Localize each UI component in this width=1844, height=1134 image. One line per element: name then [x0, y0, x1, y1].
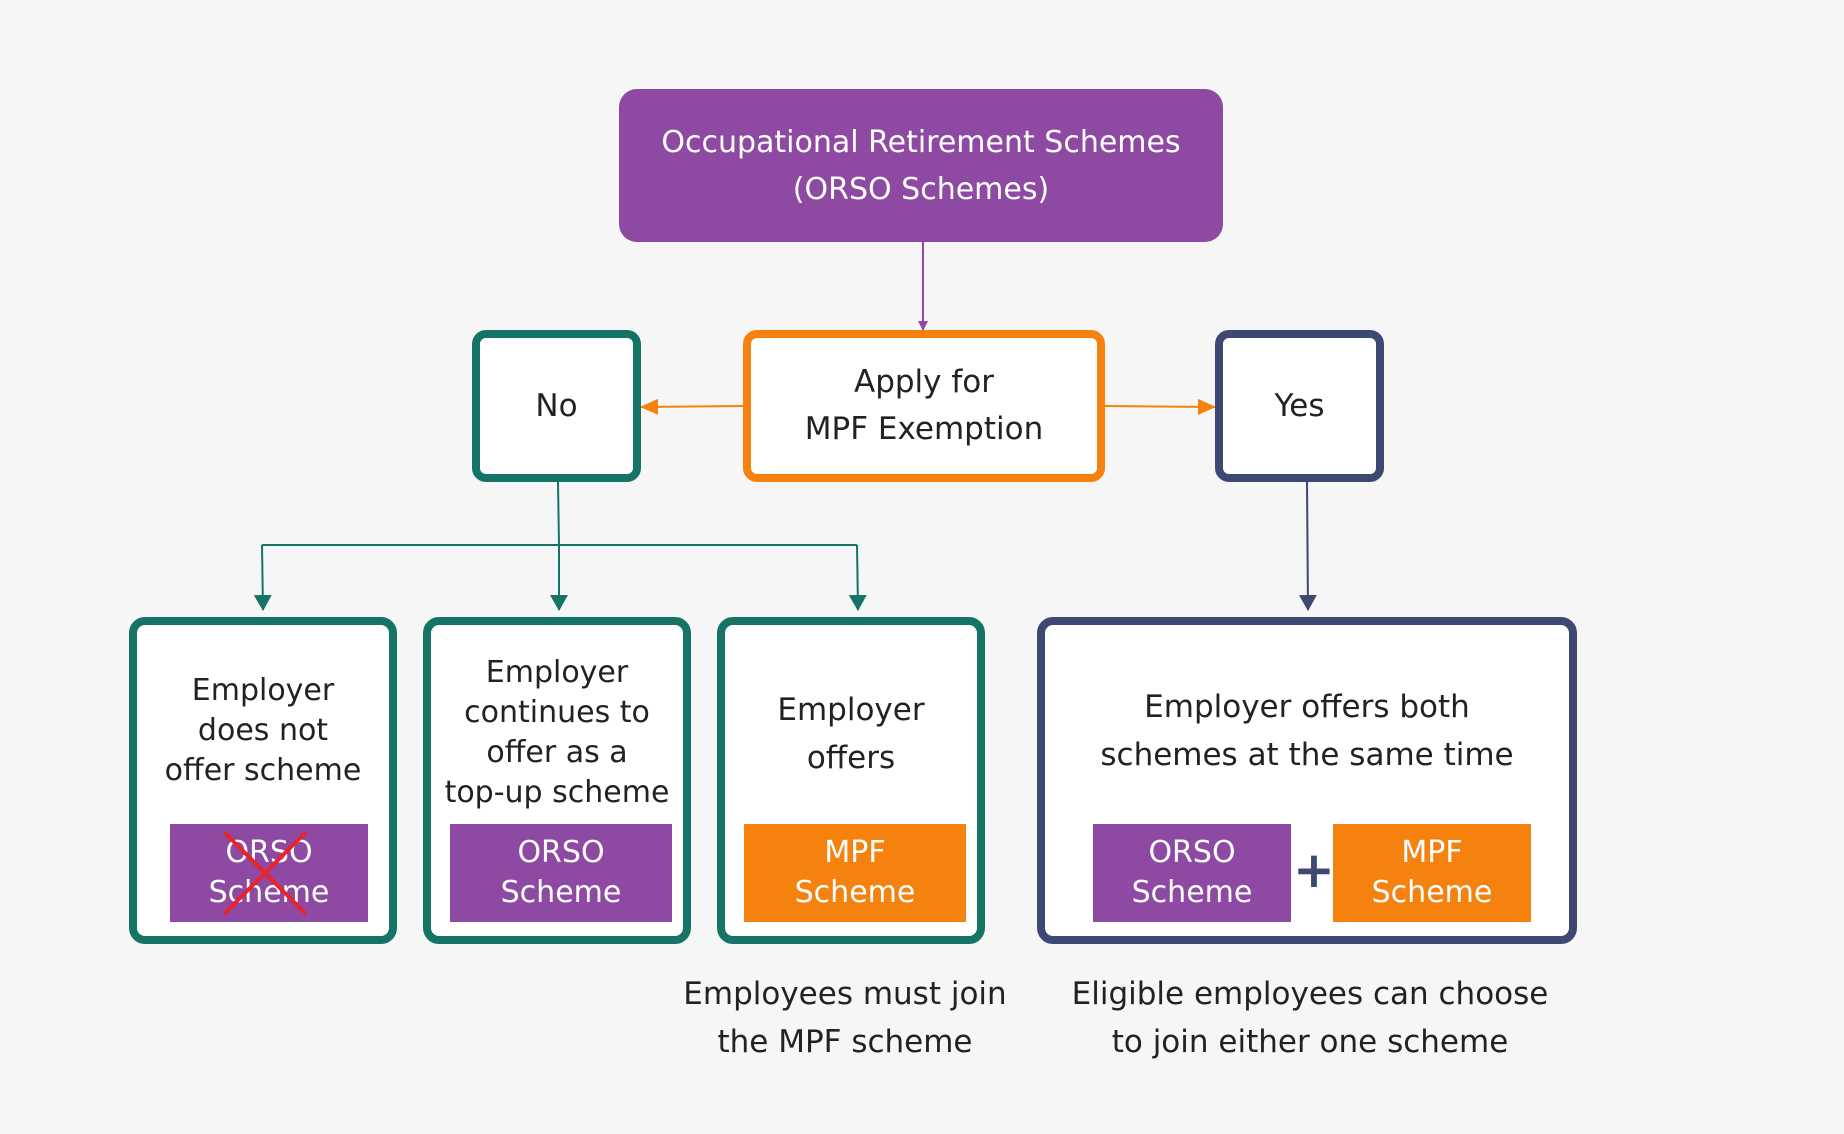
- card2-line4: top-up scheme: [444, 775, 670, 810]
- mpf-exemption-decision-node: Apply for MPF Exemption: [743, 330, 1105, 482]
- arrow-yes-to-card4: [1298, 481, 1317, 611]
- arrow-decision-to-no: [640, 398, 744, 415]
- mpf-scheme-tag: MPF Scheme: [1333, 824, 1531, 922]
- card1-tag-line2: Scheme: [208, 875, 330, 910]
- mpf-scheme-tag: MPF Scheme: [744, 824, 966, 922]
- card1-text: Employer does not offer scheme: [137, 671, 389, 791]
- mpf-note-line2: the MPF scheme: [717, 1024, 973, 1060]
- card3-line2: offers: [806, 740, 896, 776]
- card2-text: Employer continues to offer as a top-up …: [431, 653, 683, 813]
- card4-text: Employer offers both schemes at the same…: [1045, 683, 1569, 779]
- decision-line1: Apply for: [854, 364, 994, 400]
- card4-line2: schemes at the same time: [1100, 737, 1514, 773]
- card4-orso-line2: Scheme: [1131, 875, 1253, 910]
- orso-schemes-node: Occupational Retirement Schemes (ORSO Sc…: [619, 89, 1223, 242]
- card2-line1: Employer: [485, 655, 629, 690]
- orso-schemes-title-line2: (ORSO Schemes): [792, 171, 1050, 207]
- card4-orso-line1: ORSO: [1148, 835, 1236, 870]
- card3-tag-line1: MPF: [824, 835, 886, 870]
- both-note-line1: Eligible employees can choose: [1071, 976, 1549, 1012]
- card2-line2: continues to: [464, 695, 650, 730]
- outcome-card-both-schemes: Employer offers both schemes at the same…: [1037, 617, 1577, 944]
- card3-line1: Employer: [777, 692, 925, 728]
- orso-scheme-tag: ORSO Scheme: [1093, 824, 1291, 922]
- plus-icon: +: [1293, 841, 1335, 899]
- arrow-decision-to-yes: [1104, 398, 1216, 415]
- both-schemes-note: Eligible employees can choose to join ei…: [1050, 970, 1570, 1066]
- card1-line3: offer scheme: [164, 753, 362, 788]
- card3-text: Employer offers: [725, 686, 977, 782]
- orso-scheme-tag-crossed: ORSO Scheme: [170, 824, 368, 922]
- outcome-card-mpf-scheme: Employer offers MPF Scheme: [717, 617, 985, 944]
- card4-mpf-line2: Scheme: [1371, 875, 1493, 910]
- arrow-no-to-card3: [848, 544, 867, 611]
- card4-mpf-line1: MPF: [1401, 835, 1463, 870]
- orso-schemes-title-line1: Occupational Retirement Schemes: [661, 124, 1181, 160]
- card2-tag-line1: ORSO: [517, 835, 605, 870]
- card4-line1: Employer offers both: [1144, 689, 1470, 725]
- orso-scheme-tag: ORSO Scheme: [450, 824, 672, 922]
- both-note-line2: to join either one scheme: [1111, 1024, 1509, 1060]
- mpf-note-line1: Employees must join: [683, 976, 1007, 1012]
- line-no-down: [557, 481, 560, 546]
- card1-line1: Employer: [191, 673, 335, 708]
- outcome-card-top-up-scheme: Employer continues to offer as a top-up …: [423, 617, 691, 944]
- no-node: No: [472, 330, 641, 482]
- card2-line3: offer as a: [486, 735, 628, 770]
- card3-tag-line2: Scheme: [794, 875, 916, 910]
- arrow-no-to-card1: [253, 544, 272, 611]
- outcome-card-no-scheme: Employer does not offer scheme ORSO Sche…: [129, 617, 397, 944]
- no-label: No: [535, 388, 578, 424]
- yes-label: Yes: [1274, 388, 1325, 424]
- mpf-note: Employees must join the MPF scheme: [660, 970, 1030, 1066]
- cross-out-icon: [222, 830, 308, 916]
- yes-node: Yes: [1215, 330, 1384, 482]
- card2-tag-line2: Scheme: [500, 875, 622, 910]
- card1-line2: does not: [197, 713, 329, 748]
- decision-line2: MPF Exemption: [804, 411, 1044, 447]
